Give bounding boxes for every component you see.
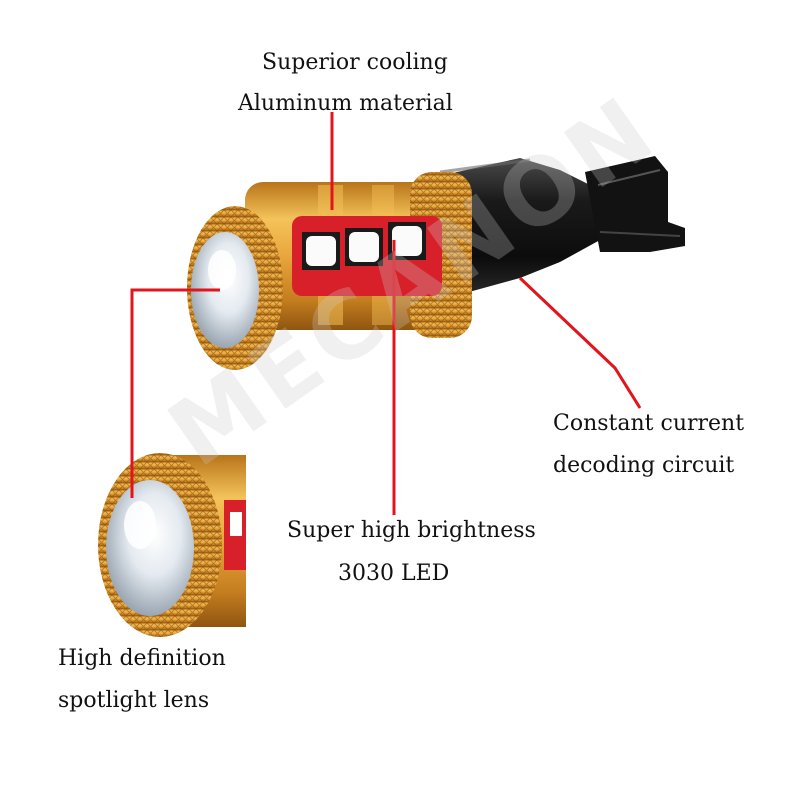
label-circuit-line1: Constant current — [553, 411, 745, 436]
label-lens-line1: High definition — [58, 646, 226, 671]
label-circuit-line2: decoding circuit — [553, 453, 735, 478]
label-led-line2: 3030 LED — [338, 561, 450, 586]
label-lens-line2: spotlight lens — [58, 688, 210, 713]
bulb-base — [430, 156, 685, 300]
led-board — [292, 216, 442, 296]
lens-closeup-inset — [88, 440, 246, 642]
label-led-line1: Super high brightness — [287, 518, 536, 543]
label-cooling-line1: Superior cooling — [262, 50, 448, 75]
front-lens-assembly — [187, 206, 283, 370]
leader-line-lens — [130, 288, 220, 498]
leader-lines — [130, 112, 642, 515]
leader-line-circuit — [518, 276, 642, 409]
label-cooling-line2: Aluminum material — [238, 91, 453, 116]
